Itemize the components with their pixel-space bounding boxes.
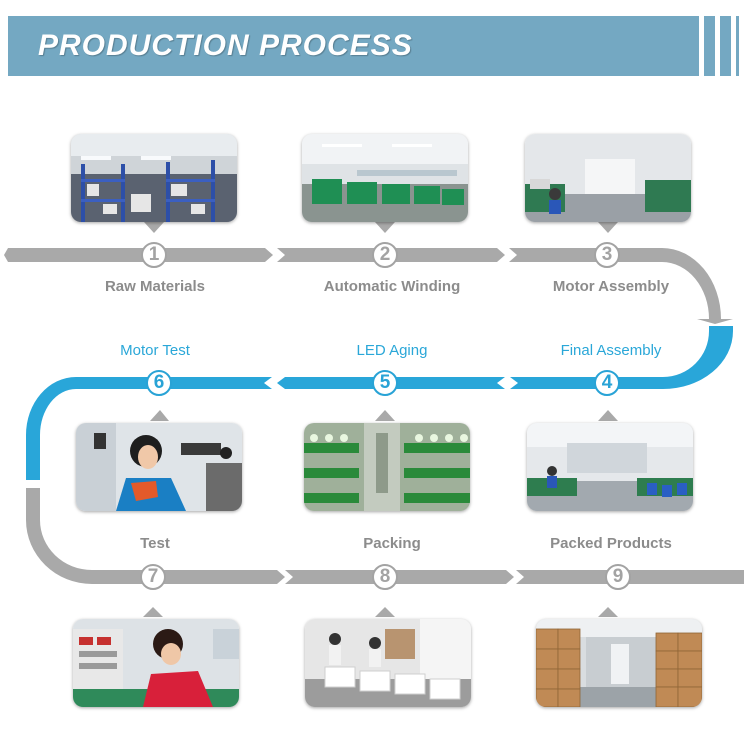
photo-pointer	[375, 410, 395, 421]
step-number-badge: 9	[605, 564, 631, 590]
title-banner: PRODUCTION PROCESS	[8, 16, 699, 76]
step-label: Motor Test	[120, 342, 190, 359]
step-number-badge: 3	[594, 242, 620, 268]
step-label: Packing	[363, 535, 421, 552]
photo-assembly-line	[525, 134, 691, 222]
photo-warehouse-shelves	[71, 134, 237, 222]
step-number-badge: 2	[372, 242, 398, 268]
photo-packing-line	[305, 619, 471, 707]
step-label: Final Assembly	[560, 342, 662, 359]
step-label: Automatic Winding	[323, 278, 461, 295]
step-number-badge: 8	[372, 564, 398, 590]
photo-pointer	[598, 222, 618, 233]
path-segment	[509, 248, 733, 324]
path-segment	[76, 377, 272, 389]
step-number-badge: 4	[594, 370, 620, 396]
photo-winding-machines	[302, 134, 468, 222]
step-number-badge: 6	[146, 370, 172, 396]
photo-pointer	[375, 607, 395, 617]
photo-pointer	[598, 410, 618, 421]
path-segment	[4, 248, 273, 262]
photo-pointer	[144, 222, 164, 233]
banner-stripe	[736, 16, 739, 76]
banner-stripe	[720, 16, 731, 76]
step-number-badge: 1	[141, 242, 167, 268]
photo-pointer	[150, 410, 169, 421]
path-segment	[26, 377, 76, 480]
step-label: Raw Materials	[104, 278, 206, 295]
banner-stripe	[704, 16, 715, 76]
step-label: LED Aging	[356, 342, 428, 359]
photo-pointer	[375, 222, 395, 233]
photo-final-assembly-floor	[527, 423, 693, 511]
path-segment	[285, 570, 514, 584]
step-label: Packed Products	[550, 535, 672, 552]
photo-pointer	[598, 607, 618, 617]
photo-test-bench	[73, 619, 239, 707]
page-title: PRODUCTION PROCESS	[38, 29, 413, 62]
step-number-badge: 5	[372, 370, 398, 396]
photo-aging-racks	[304, 423, 470, 511]
step-label: Test	[140, 535, 170, 552]
photo-pointer	[143, 607, 163, 617]
step-label: Motor Assembly	[552, 278, 670, 295]
path-segment	[510, 326, 733, 389]
photo-worker-testing	[76, 423, 242, 511]
photo-carton-storage	[536, 619, 702, 707]
step-number-badge: 7	[140, 564, 166, 590]
path-segment	[26, 488, 285, 584]
